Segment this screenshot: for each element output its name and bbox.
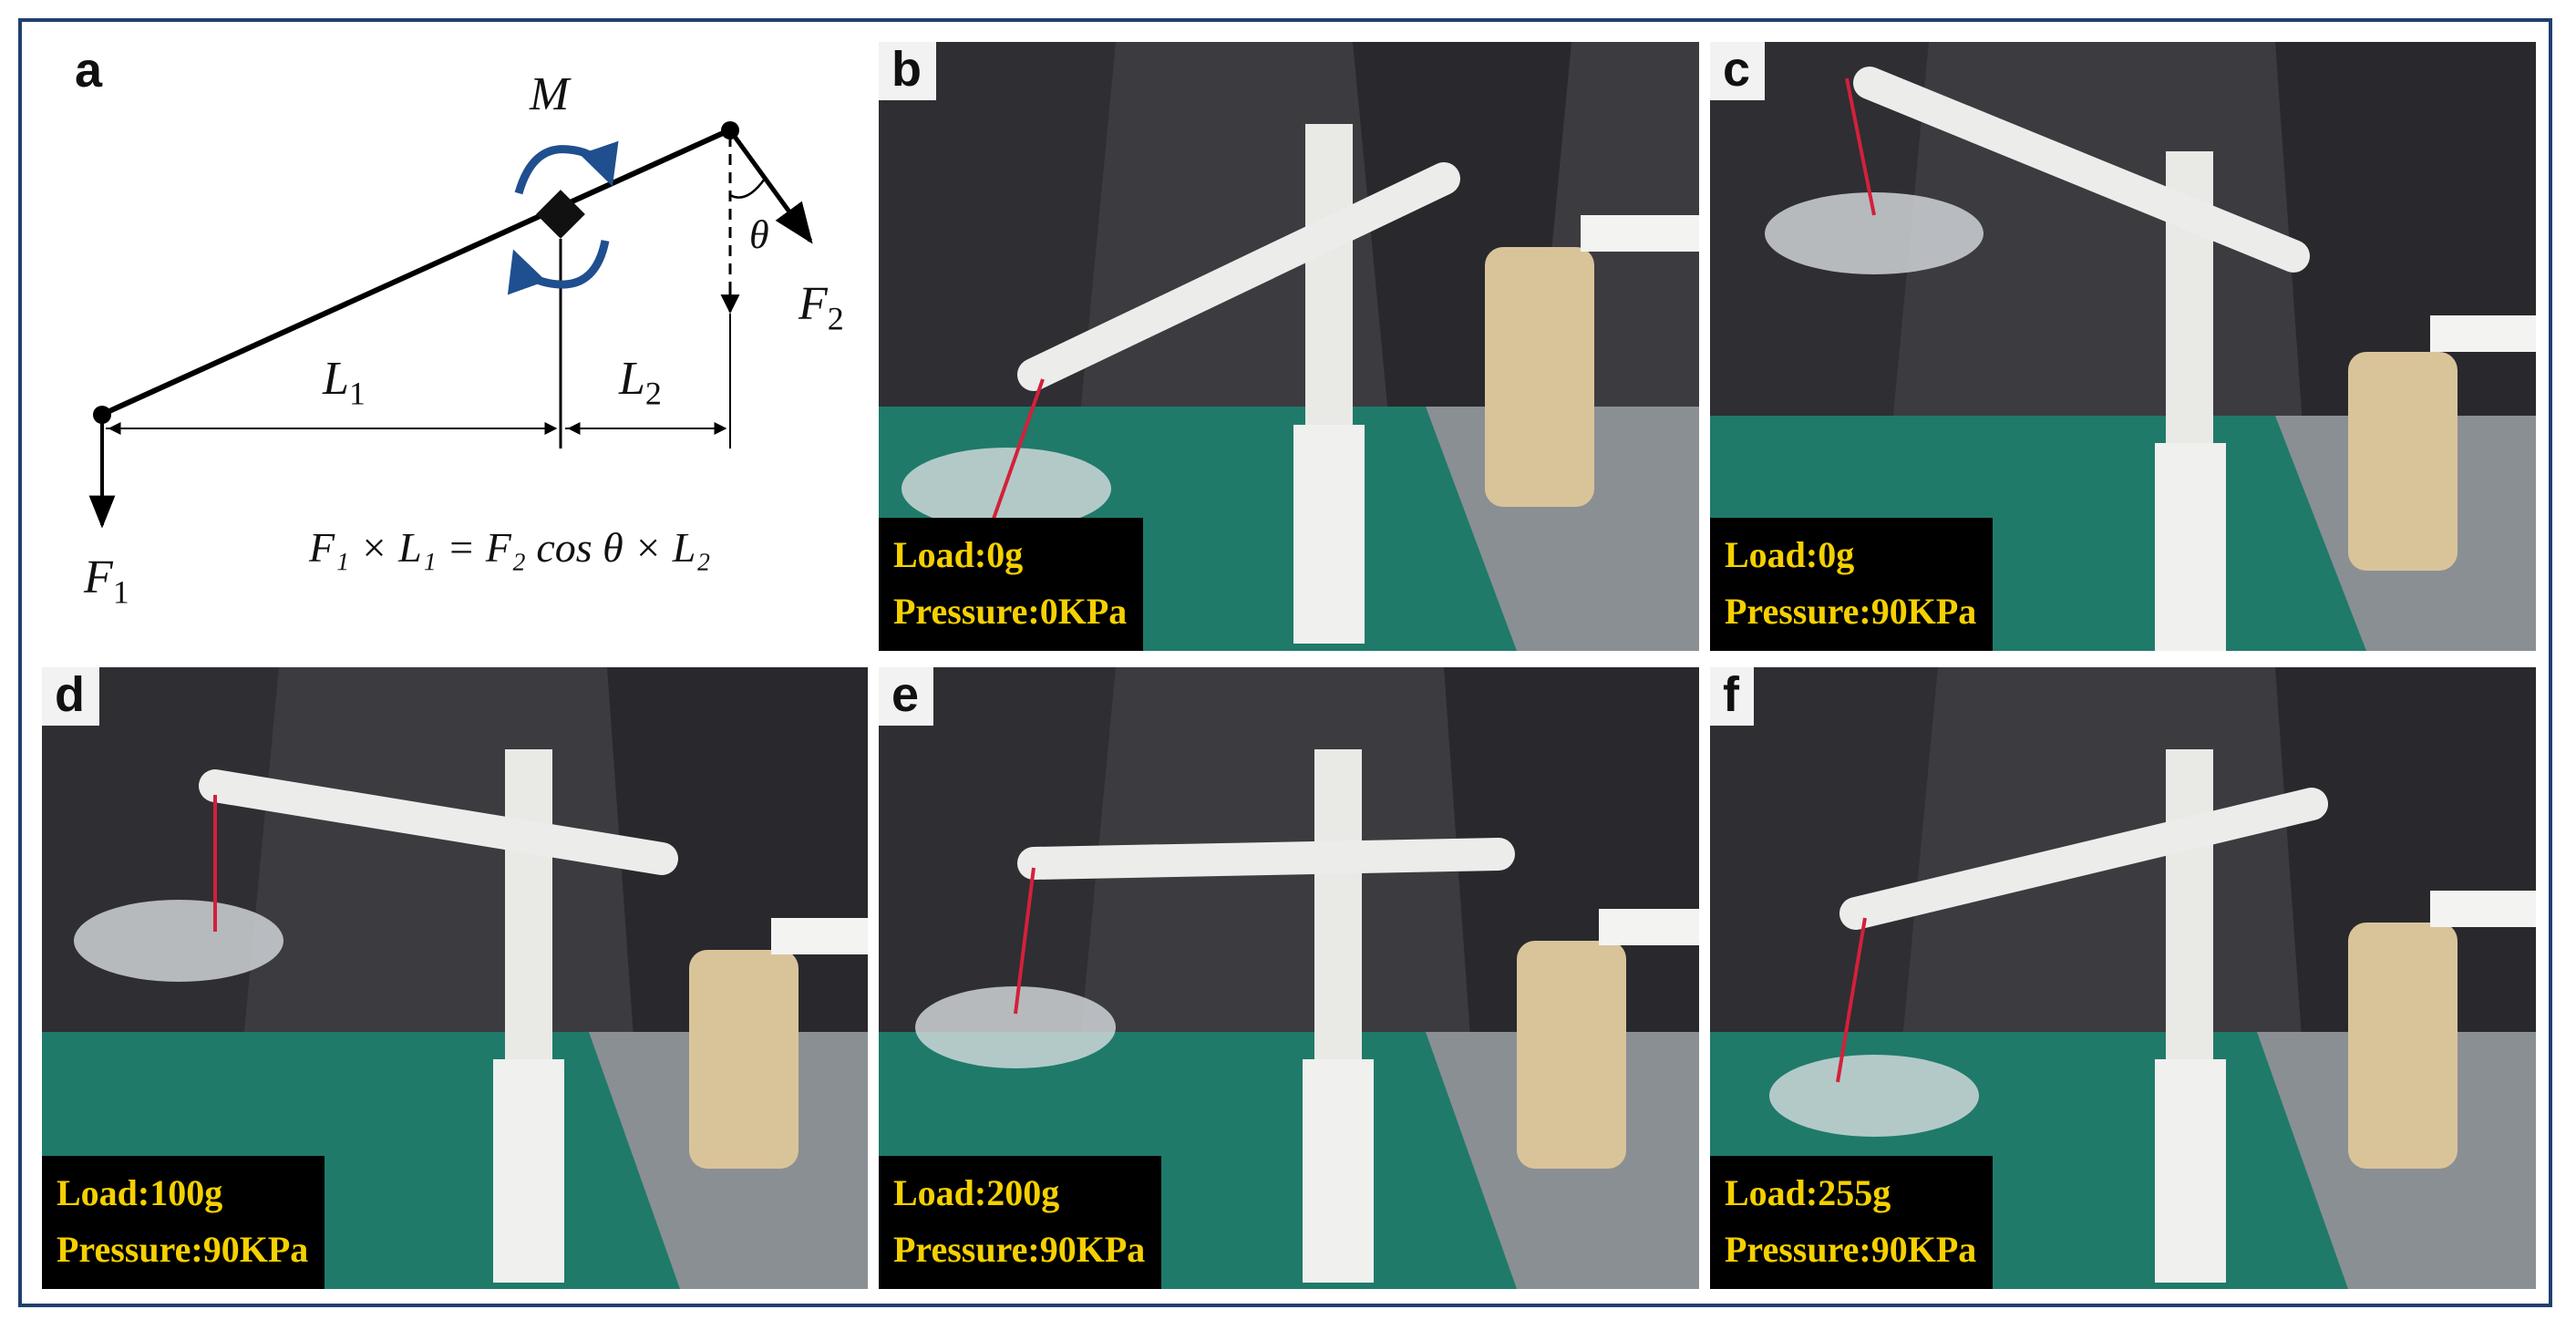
panel-e-photo: e Load:200g Pressure:90KPa — [879, 667, 1699, 1289]
panel-f-letter: f — [1710, 667, 1754, 726]
bowl — [902, 448, 1111, 530]
label-L2: L2 — [619, 353, 662, 412]
actuator-body — [1517, 941, 1626, 1169]
f2-arrow — [727, 129, 813, 244]
panel-d-photo: d Load:100g Pressure:90KPa — [42, 667, 868, 1289]
label-theta: θ — [749, 212, 769, 257]
panel-b-photo: b Load:0g Pressure:0KPa — [879, 42, 1699, 651]
label-L1: L1 — [323, 353, 366, 412]
load-label: Load:0g — [1725, 534, 1855, 575]
label-F2: F2 — [799, 278, 844, 337]
bowl — [74, 900, 283, 982]
pressure-label: Pressure:90KPa — [1725, 591, 1977, 632]
label-F1: F1 — [84, 552, 129, 611]
panel-f-caption: Load:255g Pressure:90KPa — [1710, 1156, 1994, 1289]
photo-scene — [42, 667, 868, 1289]
panel-b-caption: Load:0g Pressure:0KPa — [879, 518, 1144, 651]
bowl — [1765, 192, 1984, 274]
panel-d-caption: Load:100g Pressure:90KPa — [42, 1156, 325, 1289]
actuator-body — [2348, 923, 2458, 1169]
pressure-label: Pressure:90KPa — [57, 1229, 309, 1270]
pressure-label: Pressure:90KPa — [1725, 1229, 1977, 1270]
lever-bar — [98, 127, 733, 418]
load-label: Load:0g — [893, 534, 1024, 575]
moment-arrow-bottom — [507, 240, 610, 295]
panel-d-letter: d — [42, 667, 99, 726]
panel-a-letter: a — [75, 43, 103, 98]
panel-c-letter: c — [1710, 42, 1766, 100]
label-M: M — [530, 68, 570, 120]
panel-c-photo: c Load:0g Pressure:90KPa — [1710, 42, 2536, 651]
panel-e-letter: e — [879, 667, 934, 726]
actuator-body — [2348, 352, 2458, 571]
lever-rod — [1017, 162, 1460, 391]
lever-rod — [1839, 788, 2328, 930]
lever-rod — [199, 769, 678, 875]
actuator-body — [689, 950, 799, 1169]
panel-b-letter: b — [879, 42, 936, 100]
panel-e-caption: Load:200g Pressure:90KPa — [879, 1156, 1162, 1289]
pressure-label: Pressure:0KPa — [893, 591, 1128, 632]
panel-f-photo: f Load:255g Pressure:90KPa — [1710, 667, 2536, 1289]
bowl — [1769, 1055, 1979, 1137]
theta-arc — [729, 178, 767, 199]
panel-a-diagram: a — [22, 22, 870, 651]
photo-scene — [1710, 667, 2536, 1289]
lever-rod — [1017, 838, 1515, 880]
load-label: Load:200g — [893, 1172, 1060, 1213]
figure-frame: a — [18, 18, 2552, 1307]
lever-rod — [1853, 67, 2310, 273]
bowl — [915, 986, 1116, 1068]
panel-c-caption: Load:0g Pressure:90KPa — [1710, 518, 1994, 651]
load-label: Load:100g — [57, 1172, 223, 1213]
load-label: Load:255g — [1725, 1172, 1891, 1213]
pressure-label: Pressure:90KPa — [893, 1229, 1146, 1270]
equation: F₁ × L₁ = F₂ cos θ × L₂ — [309, 524, 711, 571]
photo-scene — [879, 667, 1699, 1289]
actuator-body — [1485, 247, 1594, 507]
lever-diagram — [88, 121, 813, 529]
moment-arrow-top — [514, 140, 619, 195]
